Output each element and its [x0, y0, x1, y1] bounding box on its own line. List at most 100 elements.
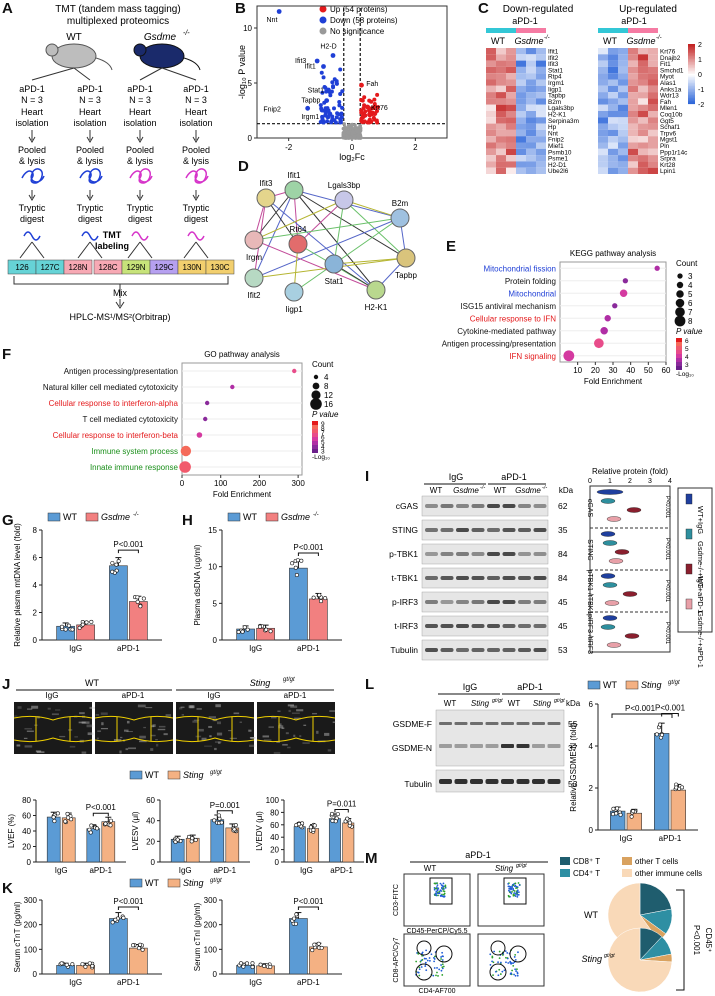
echo-speckle	[268, 726, 274, 728]
point-ns	[343, 133, 347, 138]
blot-row-label: t-TBK1	[392, 573, 419, 583]
p-value-label: P=0.001	[210, 801, 241, 810]
data-point	[347, 820, 352, 825]
flow-event	[510, 962, 513, 964]
flow-event	[506, 957, 509, 960]
heatmap-up-title: Up-regulated	[619, 4, 677, 15]
category-label: Protein folding	[505, 277, 556, 286]
echo-trace	[256, 737, 336, 743]
blot-band	[440, 624, 454, 628]
point-down	[319, 108, 324, 113]
network-node	[324, 254, 344, 274]
point-ns	[343, 134, 347, 138]
flow-event	[513, 890, 516, 892]
data-point	[312, 945, 317, 950]
point-ns	[358, 134, 363, 139]
data-point	[658, 735, 663, 740]
data-point	[87, 961, 92, 966]
dotplot-point	[612, 303, 618, 309]
panel-label-a: A	[2, 0, 13, 17]
y-axis-label: Plasma dsDNA (ug/ml)	[193, 544, 202, 625]
step-label: isolation	[179, 118, 212, 128]
blot-band	[440, 552, 454, 556]
data-point	[312, 823, 317, 828]
bar	[236, 965, 255, 975]
echo-speckle	[97, 730, 102, 732]
point-ns	[357, 135, 362, 140]
gsdme-label: Gsdme	[626, 36, 655, 46]
data-point	[60, 627, 65, 632]
y-axis-label: Serum cTnT (pg/ml)	[13, 901, 22, 972]
heatmap-cell	[536, 155, 546, 162]
p-legend-cell	[312, 429, 318, 433]
point-ns	[341, 132, 346, 137]
heatmap-cell	[598, 85, 608, 93]
data-point	[66, 623, 71, 628]
point-ns	[350, 131, 354, 135]
point-ns	[342, 134, 347, 139]
tmt-title-2: multiplexed proteomics	[67, 16, 169, 27]
point-ns	[344, 134, 348, 139]
echo-label: aPD-1	[122, 691, 145, 700]
point-ns	[349, 129, 354, 133]
network-node	[284, 282, 304, 302]
x-tick-label: 10	[573, 366, 582, 375]
point-ns	[350, 131, 354, 135]
legend-label: Gsdme-/-+aPD-1	[696, 611, 705, 668]
x-tick-label: aPD-1	[330, 866, 353, 875]
point-up	[374, 109, 379, 114]
data-point	[290, 561, 295, 566]
wt-header: WT	[85, 678, 99, 688]
echo-speckle	[195, 735, 202, 738]
violin-tick-label: 1	[608, 478, 612, 485]
point-down	[318, 119, 323, 124]
network-node	[244, 268, 264, 288]
data-point	[293, 565, 298, 570]
point-ns	[354, 135, 359, 140]
heatmap-cell	[608, 111, 618, 118]
data-point	[234, 829, 239, 834]
heatmap-cell	[628, 48, 638, 55]
echo-speckle	[95, 714, 100, 716]
point-ns	[351, 133, 355, 138]
point-ns	[350, 135, 354, 140]
gene-label: Ifit2	[548, 55, 559, 62]
bar	[129, 947, 148, 975]
data-point	[614, 811, 619, 816]
point-ns	[356, 130, 361, 135]
flow-event	[498, 957, 501, 960]
heatmap-cell	[628, 123, 638, 130]
legend-ko: Sting	[183, 878, 204, 888]
point-up	[361, 115, 366, 120]
flow-event	[510, 892, 513, 895]
network-edge	[253, 239, 377, 291]
heatmap-cell	[618, 60, 628, 67]
scale-cell	[688, 72, 695, 75]
split-lines	[19, 241, 45, 259]
point-down	[338, 91, 343, 96]
violin-shape	[600, 498, 616, 504]
y-tick-label: 0	[151, 858, 156, 867]
point-ns	[358, 132, 362, 136]
point-labeled	[327, 89, 333, 95]
flow-event	[501, 951, 504, 954]
blot-band	[487, 504, 500, 508]
blot-mw-label: 45	[558, 597, 568, 607]
gene-label: Pln	[660, 143, 670, 150]
gene-label: Rtp4	[548, 74, 562, 81]
data-point	[110, 920, 115, 925]
heatmap-cell	[516, 54, 526, 61]
flow-event	[507, 962, 510, 964]
heatmap-cell	[496, 117, 506, 124]
network-edge	[333, 199, 345, 265]
flow-event	[499, 961, 502, 964]
point-ns	[350, 130, 354, 135]
dotplot-xlabel: Fold Enrichment	[213, 490, 272, 499]
point-ns	[345, 132, 350, 137]
point-ns	[342, 134, 347, 138]
data-point	[311, 829, 316, 834]
legend-ko: Gsdme	[101, 512, 130, 522]
tmt-tag-label: 130N	[182, 263, 201, 272]
point-ns	[358, 124, 362, 129]
flow-event	[424, 961, 427, 964]
